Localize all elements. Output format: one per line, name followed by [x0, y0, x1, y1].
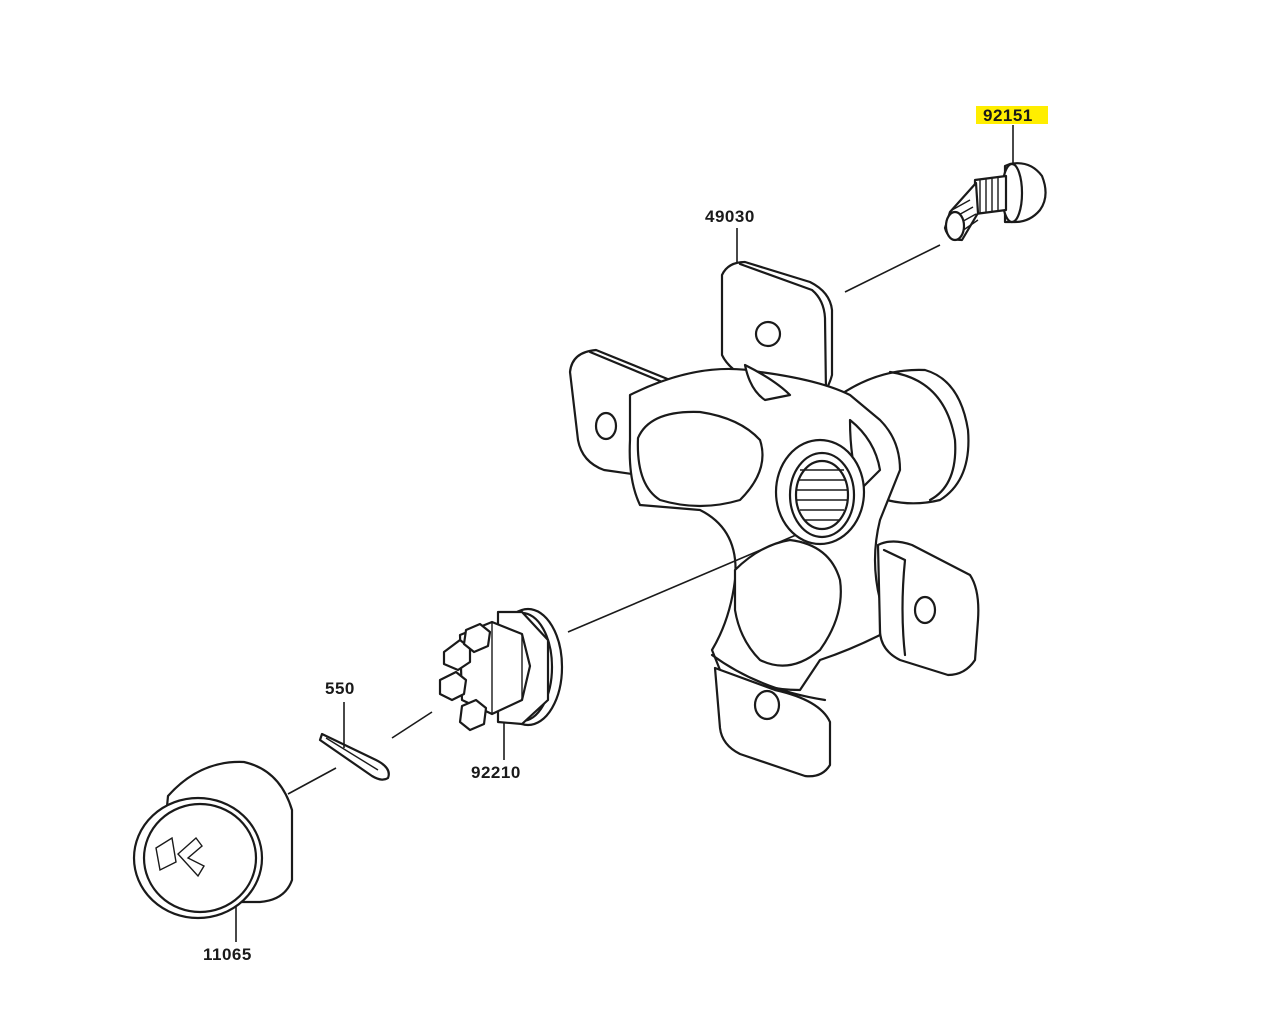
highlight-92151 [976, 106, 1048, 124]
assembly-line-550 [287, 767, 337, 795]
part-label-550[interactable]: 550 [325, 679, 355, 698]
kawasaki-logo-icon [155, 836, 205, 878]
wheel-hub-49030[interactable]: 49030 [567, 207, 980, 778]
cotter-pin-550[interactable]: 550 [287, 679, 390, 795]
stud-bolt-92151[interactable]: 92151 [844, 106, 1048, 293]
part-label-11065[interactable]: 11065 [203, 945, 252, 964]
assembly-line-49030 [567, 534, 797, 633]
assembly-line-92151 [844, 244, 941, 293]
castle-nut-92210[interactable]: 92210 [391, 607, 564, 782]
part-label-92151[interactable]: 92151 [983, 106, 1033, 125]
part-label-92210[interactable]: 92210 [471, 763, 521, 782]
part-label-49030[interactable]: 49030 [705, 207, 755, 226]
assembly-line-92210 [391, 711, 433, 739]
hub-cap-11065[interactable]: 11065 [132, 760, 294, 964]
